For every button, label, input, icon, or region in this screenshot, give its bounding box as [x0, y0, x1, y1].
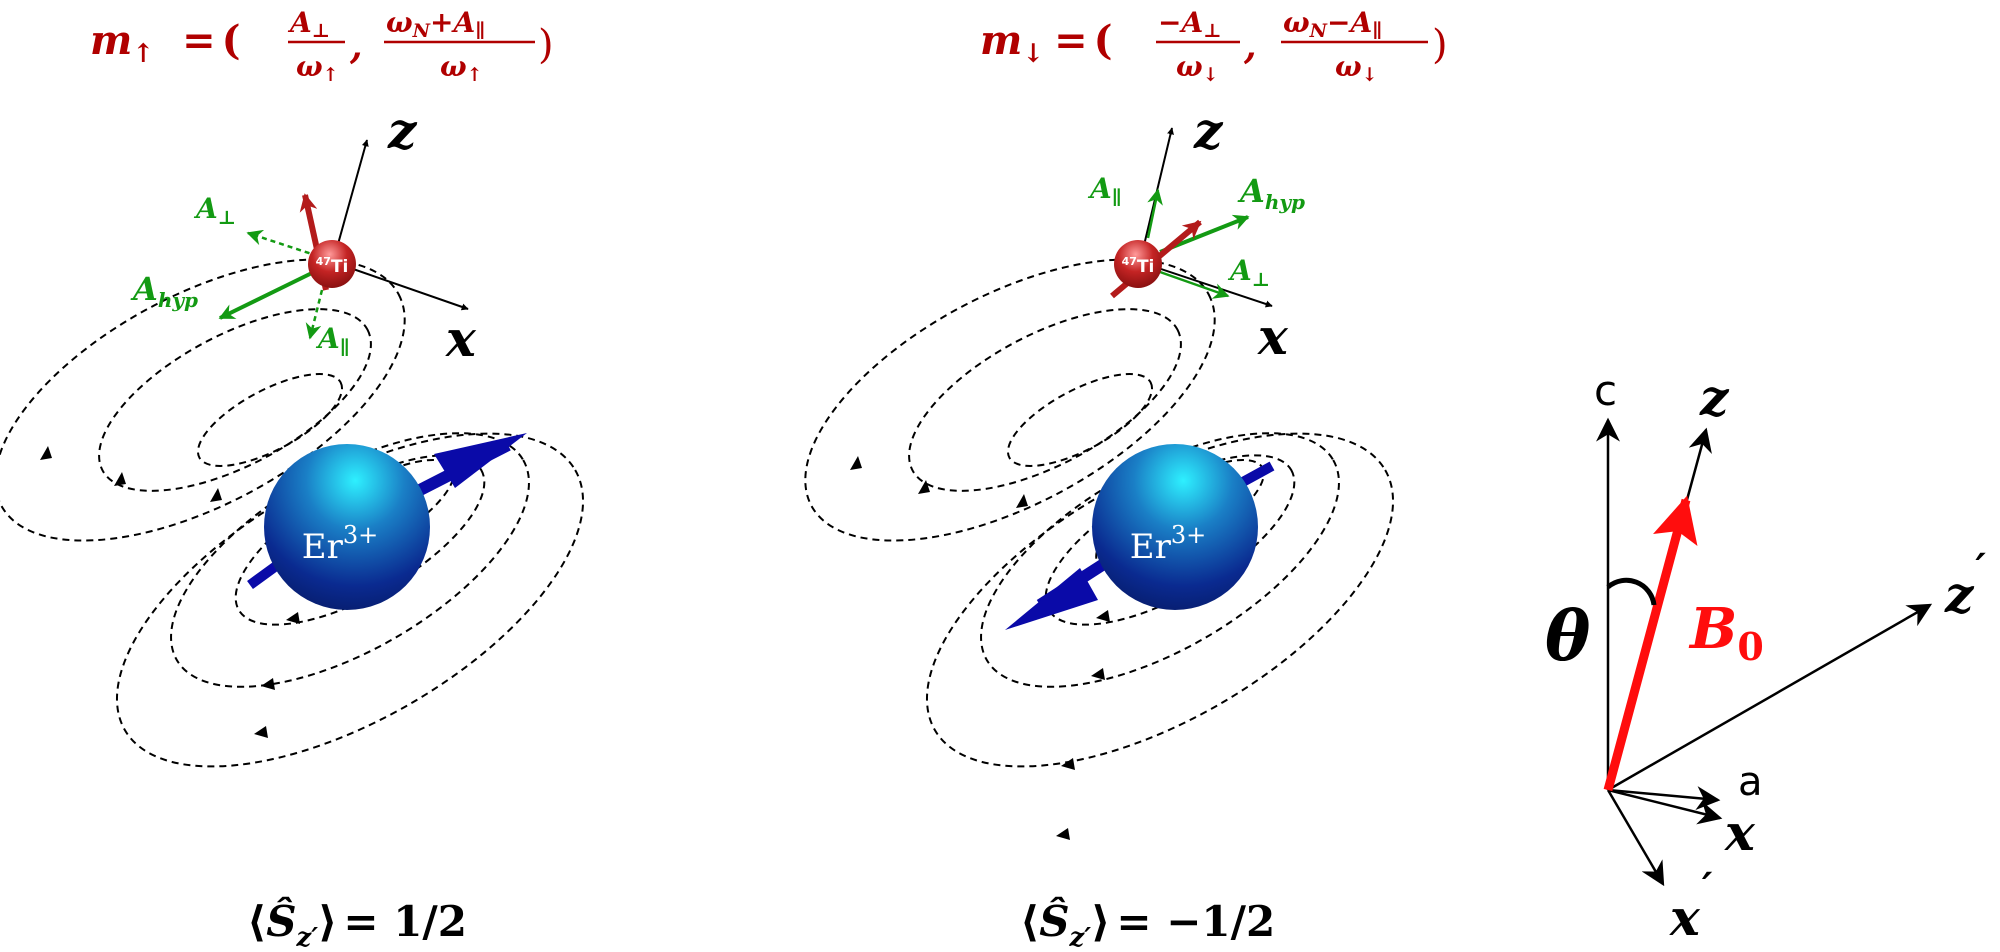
right-formula-comma: ,: [1243, 25, 1257, 67]
frame-x-label: x: [1724, 803, 1756, 862]
frame-a-axis: [1607, 786, 1721, 810]
right-a-par-vector: [1146, 188, 1163, 239]
right-a-perp-vector: [1159, 270, 1230, 299]
frame-x-prime-axis: [1606, 789, 1665, 887]
frame-x-prime-label: x′: [1669, 864, 1713, 947]
right-formula-frac2: ωN−A∥ ω↓: [1281, 6, 1428, 86]
right-formula-frac1: −A⊥ ω↓: [1156, 6, 1240, 86]
left-ti-label: 47Ti: [316, 255, 349, 277]
frame-z-label: z: [1699, 368, 1730, 427]
right-axis-x-label: x: [1257, 307, 1289, 366]
left-a-hyp-vector: [218, 268, 319, 320]
left-er-label: Er3+: [302, 521, 378, 567]
right-er-label: Er3+: [1130, 521, 1206, 567]
left-a-hyp-label: Ahyp: [130, 270, 198, 312]
frame-z-prime-label: z′: [1944, 545, 1986, 624]
frame-theta-arc: [1606, 577, 1657, 606]
left-er-spin-head: [434, 433, 527, 488]
right-ti-nucleus: [1114, 240, 1162, 288]
frame-b0-vector: [1603, 495, 1698, 792]
left-axis-x-label: x: [445, 309, 477, 368]
left-spin-expectation: ⟨Ŝz′⟩= 1/2: [247, 896, 467, 952]
coordinate-frame: c z z′ a x x′ θ B0: [1545, 366, 1986, 947]
left-a-par-label: A∥: [315, 322, 350, 359]
svg-text:ω↓: ω↓: [1335, 50, 1378, 86]
svg-text:−A⊥: −A⊥: [1158, 6, 1221, 42]
frame-x-axis: [1607, 788, 1723, 825]
frame-z-prime-axis: [1607, 603, 1933, 792]
left-panel: m↑=( A⊥ ω↑ , ωN+A∥ ω↑ ): [0, 6, 585, 952]
svg-text:ω↑: ω↑: [296, 50, 339, 86]
frame-a-label: a: [1738, 759, 1763, 805]
left-a-perp-label: A⊥: [193, 192, 236, 229]
left-a-perp-vector: [246, 229, 319, 258]
right-a-hyp-label: Ahyp: [1237, 172, 1305, 214]
svg-text:A⊥: A⊥: [287, 6, 330, 42]
left-formula-close-paren: ): [538, 22, 554, 68]
frame-theta-label: θ: [1545, 597, 1591, 677]
right-panel: m↓=( −A⊥ ω↓ , ωN−A∥ ω↓ ): [804, 6, 1448, 952]
frame-c-label: c: [1594, 366, 1617, 415]
right-er-spin-head: [1005, 568, 1098, 630]
svg-text:ωN+A∥: ωN+A∥: [386, 6, 485, 42]
left-er-ion: [264, 444, 430, 610]
left-field-arrowheads: [40, 446, 308, 738]
right-ti-label: 47Ti: [1122, 255, 1155, 277]
right-formula: m↓=(: [980, 17, 1113, 69]
left-formula: m↑=(: [90, 17, 241, 69]
frame-b0-label: B0: [1688, 596, 1764, 669]
right-spin-expectation: ⟨Ŝz′⟩= −1/2: [1020, 896, 1275, 952]
left-formula-frac2: ωN+A∥ ω↑: [384, 6, 535, 86]
right-a-par-label: A∥: [1087, 172, 1122, 209]
right-field-arrowheads: [850, 456, 1110, 840]
svg-text:ω↓: ω↓: [1176, 50, 1219, 86]
right-axis-z-label: z: [1193, 101, 1224, 160]
right-x-axis: [1139, 261, 1273, 308]
left-x-axis: [332, 261, 469, 311]
right-formula-close-paren: ): [1432, 22, 1448, 68]
svg-text:ωN−A∥: ωN−A∥: [1283, 6, 1382, 42]
right-er-ion: [1092, 444, 1258, 610]
left-formula-frac1: A⊥ ω↑: [287, 6, 345, 86]
left-formula-comma: ,: [349, 25, 363, 67]
svg-text:ω↑: ω↑: [440, 50, 483, 86]
left-ti-nucleus: [308, 240, 356, 288]
right-a-perp-label: A⊥: [1227, 254, 1270, 291]
left-axis-z-label: z: [387, 101, 418, 160]
